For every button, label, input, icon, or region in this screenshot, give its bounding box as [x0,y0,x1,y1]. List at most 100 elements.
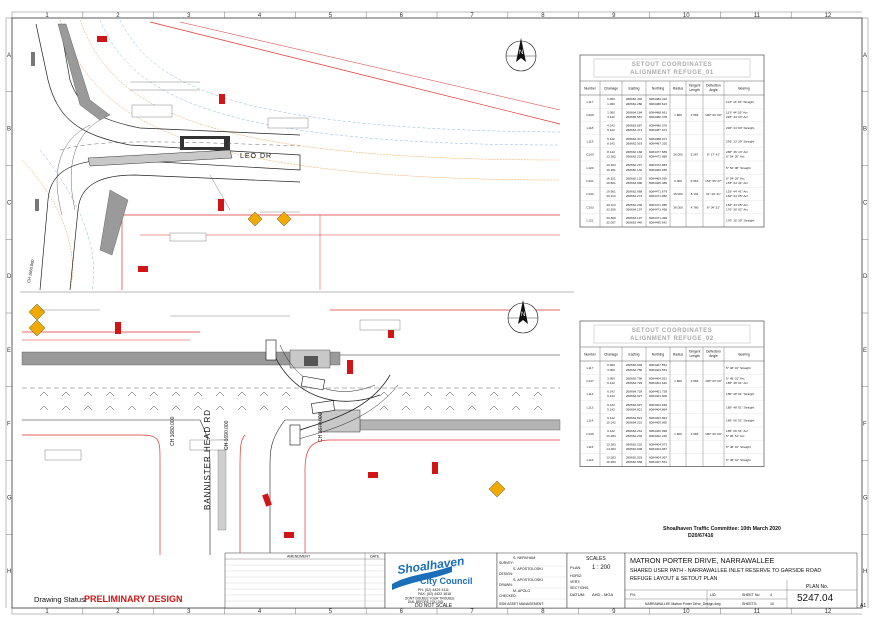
sheet-size-code: A1 [860,603,866,609]
table-cell: 5° 54' 08" Straight [726,166,751,170]
table-cell: 13.283 [606,434,616,438]
table-cell: 9.142 [607,403,615,407]
table-subtitle: ALIGNMENT REFUGE_01 [630,70,714,76]
table-cell: C101 [586,179,594,183]
table-header: Bearing [738,87,750,91]
personnel-name: S. NERVHAM [513,556,535,560]
table-cell: 268663.440 [626,221,643,225]
plan-number-label: PLAN No. [806,584,828,590]
table-cell: 9.142 [607,429,615,433]
table-cell: 6084472.889 [649,155,667,159]
table-header: Easting [629,87,640,91]
table-cell: 152° 56' 37" [705,179,722,183]
table-cell: 268662.237 [626,163,643,167]
personnel-name: S. APOSTOLOSKI [513,578,543,582]
table-cell: 5.142 [607,137,615,141]
grid-row-label: F [7,422,11,428]
table-cell: 185° 48' 01" Straight [726,405,754,409]
table-cell: 9.142 [607,416,615,420]
table-cell: 268662.471 [626,137,643,141]
table-cell: 153° 44' 41" Arc [726,181,748,185]
chainage-label: CH 1690.000 [224,420,230,450]
table-title: SETOUT COORDINATES [632,62,713,68]
table-cell: 6° 54' 03" Arc [726,176,745,180]
grid-column-label: 9 [612,609,616,615]
lid-label: LID [710,593,716,597]
table-cell: 3.000 [607,368,615,372]
table-cell: 6084400.896 [649,429,667,433]
table-cell: L112 [587,392,594,396]
table-cell: 19.961 [606,190,616,194]
grid-column-label: 10 [683,13,690,19]
grid-row-label: B [863,127,867,133]
table-cell: L114 [587,419,594,423]
table-cell: 6084486.378 [649,124,667,128]
table-cell: 153° 44' 41" Arc [726,190,748,194]
table-header: Radius [673,353,684,357]
table-cell: 268662.404 [626,97,643,101]
personnel-role-label: SURVEY: [499,561,514,565]
do-not-scale-label: DO NOT SCALE [415,603,453,609]
table-cell: 180° 00' 00" [705,432,722,436]
table-header: Number [584,353,597,357]
personnel-role-label: DESIGN: [499,572,513,576]
grid-column-label: 8 [541,13,545,19]
table-cell: 268664.729 [626,381,643,385]
table-cell: L119 [587,139,594,143]
bottom-plan-view: BANNISTER HEAD RD CH 1680.000 CH 1690.00… [21,303,561,555]
table-cell: 5.267 [691,153,699,157]
table-cell: 3.000 [607,376,615,380]
table-cell: 268662.132 [626,176,643,180]
table-cell: 268664.280 [626,102,643,106]
table-cell: C109 [586,113,594,117]
table-cell: 184° 34' 05" Arc [726,203,748,207]
table-cell: L115 [587,445,594,449]
table-cell: 6084404.551 [649,376,667,380]
table-header: Tangent [689,350,701,354]
table-cell: L120 [587,166,594,170]
table-cell: 293° 13' 39" Straight [726,139,754,143]
fax-number: FAX: (02) 4422 1816 [418,592,451,596]
title-block: AMENDMENT DATE Shoalhaven City Council P… [224,552,866,609]
table-cell: 6084407.551 [649,363,667,367]
grid-row-label: G [7,495,12,501]
grid-column-label: 4 [258,609,262,615]
table-cell: 6084404.073 [649,442,667,446]
table-cell: 6084404.848 [649,403,667,407]
table-cell: 6084471.080 [649,203,667,207]
table-cell: C102 [586,192,594,196]
table-cell: 268662.168 [626,150,643,154]
svg-text:N: N [519,50,523,56]
grid-row-label: E [7,348,11,354]
table-cell: 0.000 [607,97,615,101]
table-cell: 6084471.082 [649,194,667,198]
grid-column-label: 7 [470,609,474,615]
table-cell: 6.142 [607,381,615,385]
table-cell: 36.000 [673,205,683,209]
table-cell: 0.000 [607,363,615,367]
table-cell: 176° 30' 02" Arc [726,207,748,211]
committee-note: Shoalhaven Traffic Committee: 10th March… [663,526,781,532]
table-cell: 1.800 [674,379,682,383]
table-cell: 268663.197 [626,216,643,220]
table-cell: 184° 34' 05" Arc [726,194,748,198]
table-cell: 268664.184 [626,110,643,114]
council-logo-wave [392,566,452,590]
table-cell: 268664.909 [626,447,643,451]
table-cell: 15.000 [673,192,683,196]
plan-scale-label: PLAN [570,565,581,570]
table-cell: 6084469.936 [649,176,667,180]
sheet-number-label: SHEET No. [742,593,761,597]
table-cell: 268663.687 [626,124,643,128]
personnel-role-label: CHECKED: [499,594,517,598]
asset-manager-label: SSM ASSET MANAGEMENT: [499,602,544,606]
vertical-scale-label: VERT: [570,580,580,584]
datum-label: DATUM: [570,592,585,597]
table-header: Chainage [604,353,618,357]
table-cell: 268662.019 [626,141,643,145]
table-cell: 268664.729 [626,390,643,394]
table-cell: 180° 00' 00" [705,113,722,117]
drawing-status-value: PRELIMINARY DESIGN [84,594,183,604]
